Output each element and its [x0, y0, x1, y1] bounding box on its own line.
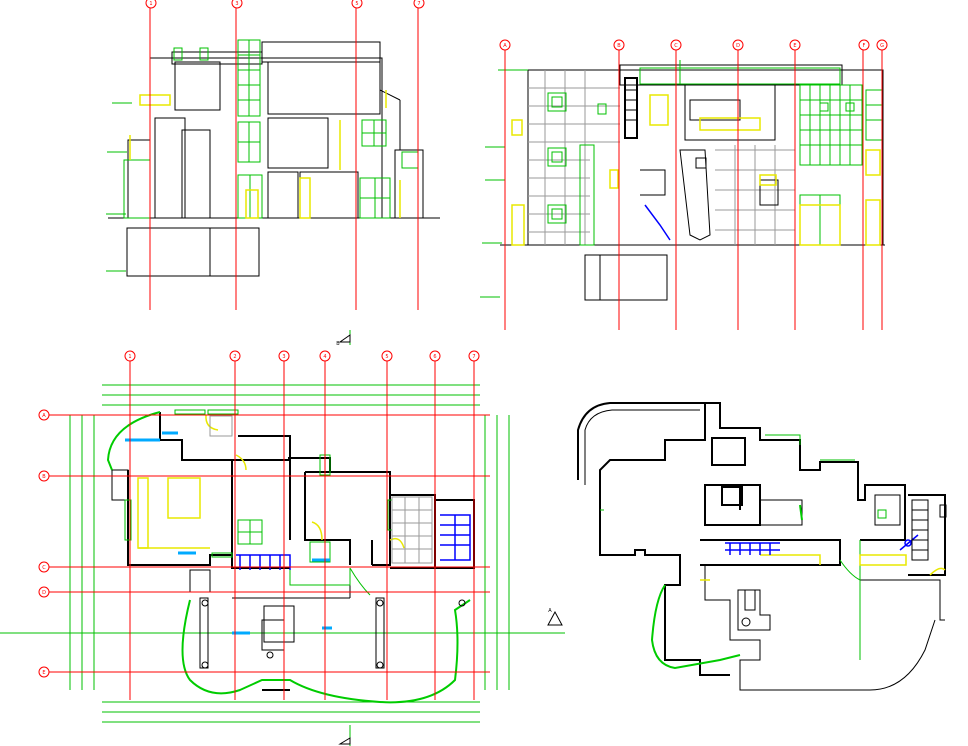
axis-bubble: D	[732, 39, 744, 51]
axis-bubble: A	[38, 409, 50, 421]
svg-text:B: B	[42, 474, 46, 480]
axis-bubble: B	[613, 39, 625, 51]
svg-text:1: 1	[128, 354, 131, 360]
axis-bubble: G	[876, 39, 888, 51]
axis-bubble: 7	[413, 0, 425, 9]
svg-text:A: A	[548, 608, 552, 614]
axis-bubble: 5	[351, 0, 363, 9]
axis-bubble: 6	[429, 350, 441, 362]
svg-text:A: A	[503, 43, 507, 49]
axis-bubble: 3	[278, 350, 290, 362]
axis-bubble: A	[499, 39, 511, 51]
elevation-2: A B C D E F G	[480, 39, 888, 330]
svg-text:B: B	[336, 341, 340, 347]
svg-text:5: 5	[385, 354, 388, 360]
axis-bubble: F	[858, 39, 870, 51]
axis-bubble: C	[38, 561, 50, 573]
axis-bubble: 2	[229, 350, 241, 362]
axis-bubble: 7	[468, 350, 480, 362]
svg-text:C: C	[674, 43, 678, 49]
svg-text:A: A	[42, 413, 46, 419]
axis-bubble: E	[38, 666, 50, 678]
axis-bubble: 1	[145, 0, 157, 9]
floor-plan: B A	[0, 330, 565, 746]
svg-text:E: E	[793, 43, 796, 49]
svg-text:3: 3	[282, 354, 285, 360]
axis-bubble: E	[789, 39, 801, 51]
svg-text:5: 5	[355, 1, 358, 7]
elevation-1: 1 3 5 7	[106, 0, 440, 310]
svg-text:F: F	[863, 43, 866, 49]
svg-text:B: B	[617, 43, 621, 49]
axis-bubble: 3	[231, 0, 243, 9]
axis-bubble: C	[670, 39, 682, 51]
svg-text:7: 7	[472, 354, 475, 360]
axis-bubble: D	[38, 586, 50, 598]
svg-text:2: 2	[233, 354, 236, 360]
axis-bubble: B	[38, 470, 50, 482]
axis-bubble: 1	[124, 350, 136, 362]
upper-floor-plan	[577, 402, 947, 691]
axis-bubble: 4	[319, 350, 331, 362]
svg-text:1: 1	[149, 1, 152, 7]
svg-text:6: 6	[433, 354, 436, 360]
svg-text:4: 4	[323, 354, 326, 360]
svg-text:3: 3	[235, 1, 238, 7]
svg-text:7: 7	[417, 1, 420, 7]
svg-text:E: E	[42, 670, 45, 676]
svg-text:D: D	[736, 43, 740, 49]
axis-bubble: 5	[381, 350, 393, 362]
svg-text:D: D	[42, 590, 46, 596]
svg-text:G: G	[880, 43, 884, 49]
svg-text:C: C	[42, 565, 46, 571]
